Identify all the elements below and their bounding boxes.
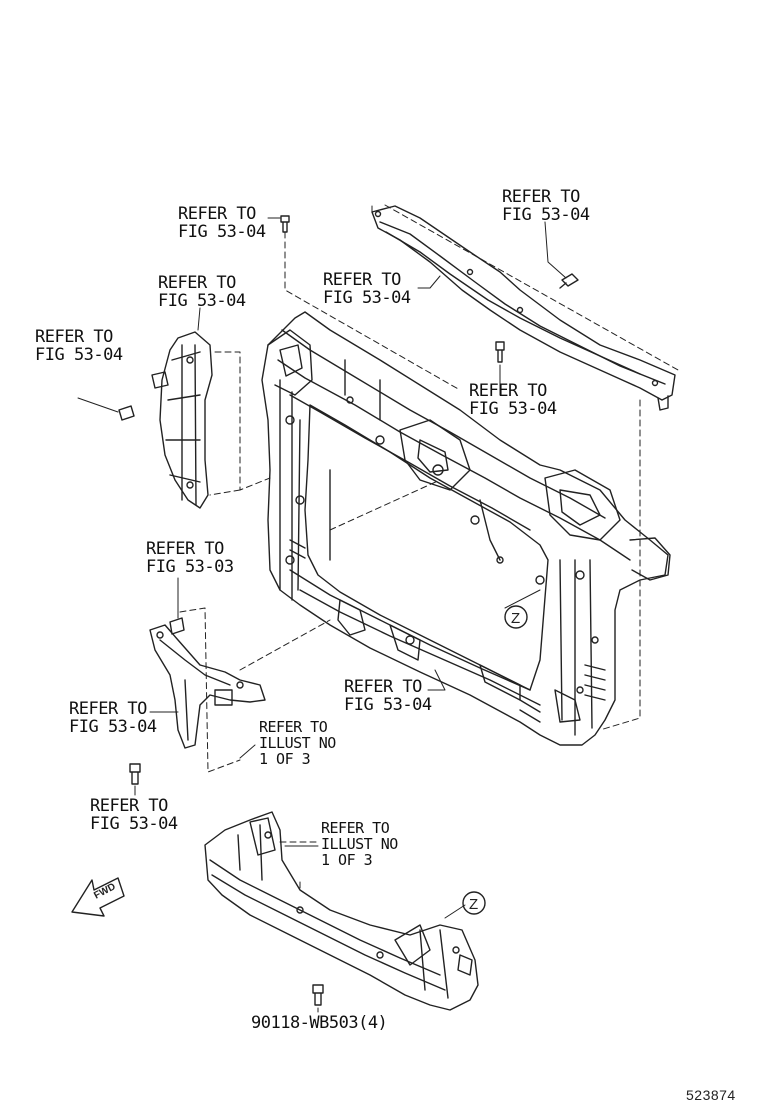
side-bracket: [151, 331, 213, 509]
upper-tie-bar: [371, 205, 676, 411]
lower-bracket: [149, 624, 266, 749]
callout-z-lower: Z: [469, 896, 478, 913]
radiator-support-frame: [261, 311, 671, 746]
callout-z-lower-circle: [462, 891, 486, 915]
phantom-lines: [179, 204, 679, 889]
fwd-arrow-label: FWD: [92, 881, 117, 901]
illustration-id: 523874: [686, 1087, 736, 1103]
leader-lines: [77, 217, 567, 1013]
bolts: [118, 215, 579, 1006]
part-number-label: 90118-WB503(4): [251, 1013, 388, 1033]
callout-z-upper: Z: [511, 610, 520, 627]
fwd-arrow-icon: [71, 877, 125, 917]
bumper-reinforcement: [204, 811, 479, 1011]
callout-z-upper-circle: [504, 605, 528, 629]
